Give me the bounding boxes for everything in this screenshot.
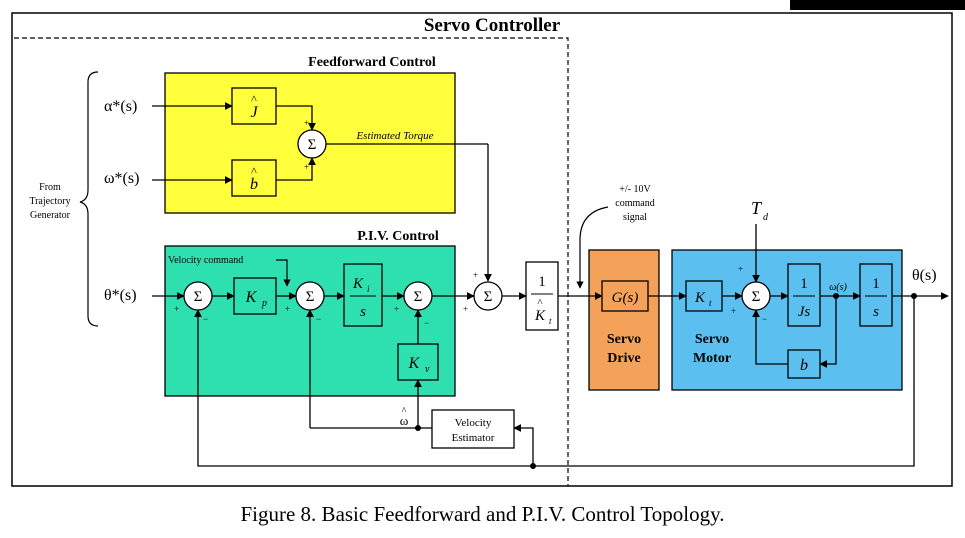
inv-kt-hat: ^ xyxy=(537,297,543,309)
motor-kt-sub: t xyxy=(709,298,712,308)
velocity-estimator-block xyxy=(431,409,515,449)
command-signal-2: command xyxy=(615,198,654,209)
velocity-estimator-label-2: Estimator xyxy=(452,432,495,444)
svg-text:+: + xyxy=(285,304,290,314)
svg-text:+: + xyxy=(463,304,468,314)
js-den: Js xyxy=(798,304,811,320)
inv-kt-block xyxy=(525,261,559,331)
svg-text:+: + xyxy=(394,304,399,314)
svg-text:−: − xyxy=(203,314,208,324)
b-label: b xyxy=(800,357,808,374)
kv-label: K xyxy=(408,355,421,372)
output-label: θ(s) xyxy=(912,267,937,284)
from-label-3: Generator xyxy=(30,210,71,221)
ff-sigma: Σ xyxy=(308,137,317,153)
j-hat-label: J xyxy=(250,104,258,121)
js-block xyxy=(787,263,821,327)
inv-kt-den-sub: t xyxy=(549,316,552,326)
g-label: G(s) xyxy=(612,290,639,306)
js-num: 1 xyxy=(800,276,808,292)
piv-sigma-3: Σ xyxy=(414,289,423,305)
ki-label: K xyxy=(352,276,364,292)
j-hat-mark: ^ xyxy=(251,92,257,106)
kp-block xyxy=(233,277,277,315)
int-den: s xyxy=(873,304,879,320)
servo-drive-region xyxy=(588,249,660,391)
servo-drive-label-2: Drive xyxy=(607,351,640,366)
velocity-estimator-label-1: Velocity xyxy=(455,417,492,429)
b-hat-mark: ^ xyxy=(251,164,257,178)
feedforward-title: Feedforward Control xyxy=(308,55,436,70)
piv-sigma-1: Σ xyxy=(194,289,203,305)
b-hat-block xyxy=(231,159,277,197)
svg-text:+: + xyxy=(731,306,736,316)
inv-kt-num: 1 xyxy=(538,274,546,290)
servo-control-diagram: Servo Controller Feedforward Control P.I… xyxy=(11,12,953,487)
svg-text:+: + xyxy=(304,162,309,172)
inv-kt-den: K xyxy=(534,308,546,324)
omega-s-label: ω(s) xyxy=(829,282,847,293)
servo-motor-label-1: Servo xyxy=(695,332,729,347)
disturbance-label: T xyxy=(751,198,763,218)
svg-text:−: − xyxy=(316,314,321,324)
kp-label: K xyxy=(245,289,258,306)
piv-sigma-2: Σ xyxy=(306,289,315,305)
top-black-bar xyxy=(790,0,965,10)
servo-controller-title: Servo Controller xyxy=(424,15,561,36)
alpha-input-label: α*(s) xyxy=(104,98,137,115)
from-label-1: From xyxy=(39,182,61,193)
omega-hat-mark: ^ xyxy=(402,406,407,417)
ki-sub: i xyxy=(367,284,370,294)
int-num: 1 xyxy=(872,276,880,292)
omega-input-label: ω*(s) xyxy=(104,170,139,187)
ki-den: s xyxy=(360,304,366,320)
motor-kt-block xyxy=(685,280,723,312)
ki-block xyxy=(343,263,383,327)
theta-input-label: θ*(s) xyxy=(104,287,137,304)
velocity-command-label: Velocity command xyxy=(168,255,243,266)
svg-text:+: + xyxy=(174,304,179,314)
b-block xyxy=(787,349,821,379)
svg-text:+: + xyxy=(304,118,309,128)
motor-sigma: Σ xyxy=(752,289,761,305)
servo-drive-label-1: Servo xyxy=(607,332,641,347)
outer-frame xyxy=(11,12,953,487)
disturbance-sub: d xyxy=(763,212,769,223)
servo-motor-label-2: Motor xyxy=(693,351,731,366)
svg-text:−: − xyxy=(424,318,429,328)
command-signal-3: signal xyxy=(623,212,647,223)
kv-sub: v xyxy=(425,364,430,375)
svg-text:+: + xyxy=(738,264,743,274)
from-label-2: Trajectory xyxy=(29,196,70,207)
b-hat-label: b xyxy=(250,176,258,193)
estimated-torque-label: Estimated Torque xyxy=(355,130,433,142)
piv-title: P.I.V. Control xyxy=(357,229,439,244)
svg-text:−: − xyxy=(762,314,767,324)
svg-text:+: + xyxy=(473,270,478,280)
input-brace xyxy=(79,71,99,327)
kp-sub: p xyxy=(261,298,267,309)
figure-caption: Figure 8. Basic Feedforward and P.I.V. C… xyxy=(240,502,725,526)
servo-controller-boundary xyxy=(14,37,569,486)
int-block xyxy=(859,263,893,327)
motor-kt-label: K xyxy=(694,290,706,306)
torque-sigma: Σ xyxy=(484,289,493,305)
omega-hat-label: ω xyxy=(400,413,409,428)
command-signal-1: +/- 10V xyxy=(619,184,651,195)
